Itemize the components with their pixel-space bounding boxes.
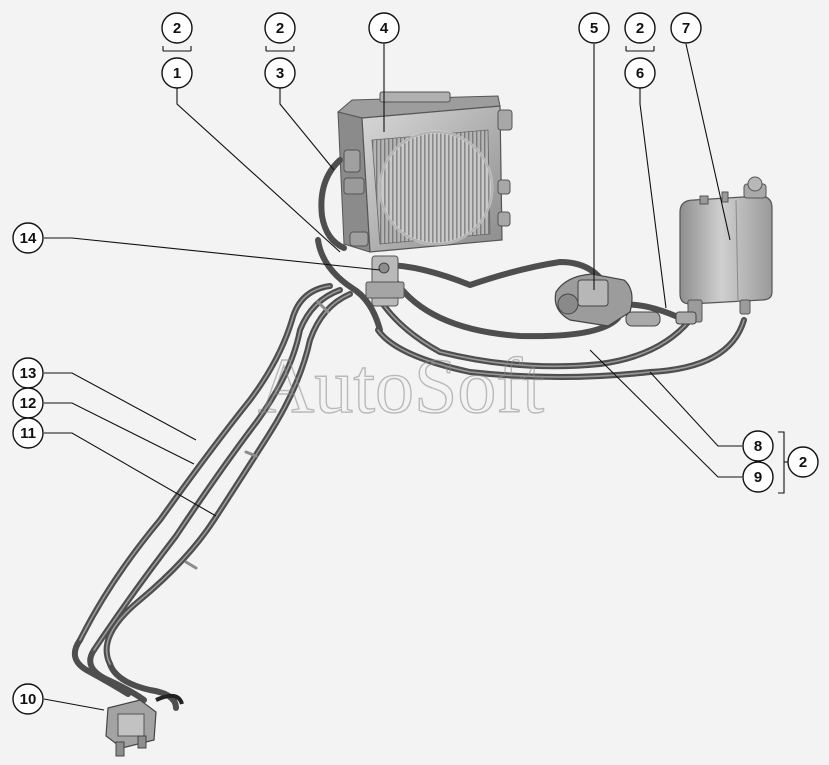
callout-14-label: 14: [20, 230, 37, 247]
oil-tank: [679, 176, 773, 323]
callout-4-label: 4: [380, 20, 389, 37]
callout-2b: 2: [264, 12, 296, 44]
control-valve-unit: [105, 693, 184, 757]
callout-9: 9: [742, 461, 774, 493]
callout-11: 11: [12, 417, 44, 449]
callout-12-label: 12: [20, 395, 37, 412]
callout-2c: 2: [624, 12, 656, 44]
callout-7-label: 7: [682, 20, 690, 37]
watermark-text: AutoSoft: [258, 342, 544, 429]
callout-9-label: 9: [754, 469, 762, 486]
oil-cooler: [336, 91, 513, 253]
callout-11-label: 11: [20, 425, 36, 442]
callout-13: 13: [12, 357, 44, 389]
callout-6-label: 6: [636, 65, 644, 82]
callout-5: 5: [578, 12, 610, 44]
hydraulic-pump: [554, 273, 697, 327]
callout-2d: 2: [787, 446, 819, 478]
callout-4: 4: [368, 12, 400, 44]
callout-8: 8: [742, 430, 774, 462]
callout-10: 10: [12, 683, 44, 715]
leader-lines: [43, 43, 788, 711]
callout-2c-label: 2: [636, 20, 644, 37]
callout-1: 1: [161, 57, 193, 89]
callout-2a: 2: [161, 12, 193, 44]
callout-3: 3: [264, 57, 296, 89]
callout-13-label: 13: [20, 365, 37, 382]
hose-bundle: [71, 157, 747, 711]
callout-2b-label: 2: [276, 20, 284, 37]
callout-8-label: 8: [754, 438, 762, 455]
callout-2a-label: 2: [173, 20, 181, 37]
callout-10-label: 10: [20, 691, 37, 708]
callout-2d-label: 2: [799, 454, 807, 471]
callout-14: 14: [12, 222, 44, 254]
distributor-block: [365, 255, 405, 307]
callout-1-label: 1: [173, 65, 181, 82]
callout-6: 6: [624, 57, 656, 89]
callout-5-label: 5: [590, 20, 598, 37]
callout-3-label: 3: [276, 65, 284, 82]
callout-7: 7: [670, 12, 702, 44]
callout-12: 12: [12, 387, 44, 419]
